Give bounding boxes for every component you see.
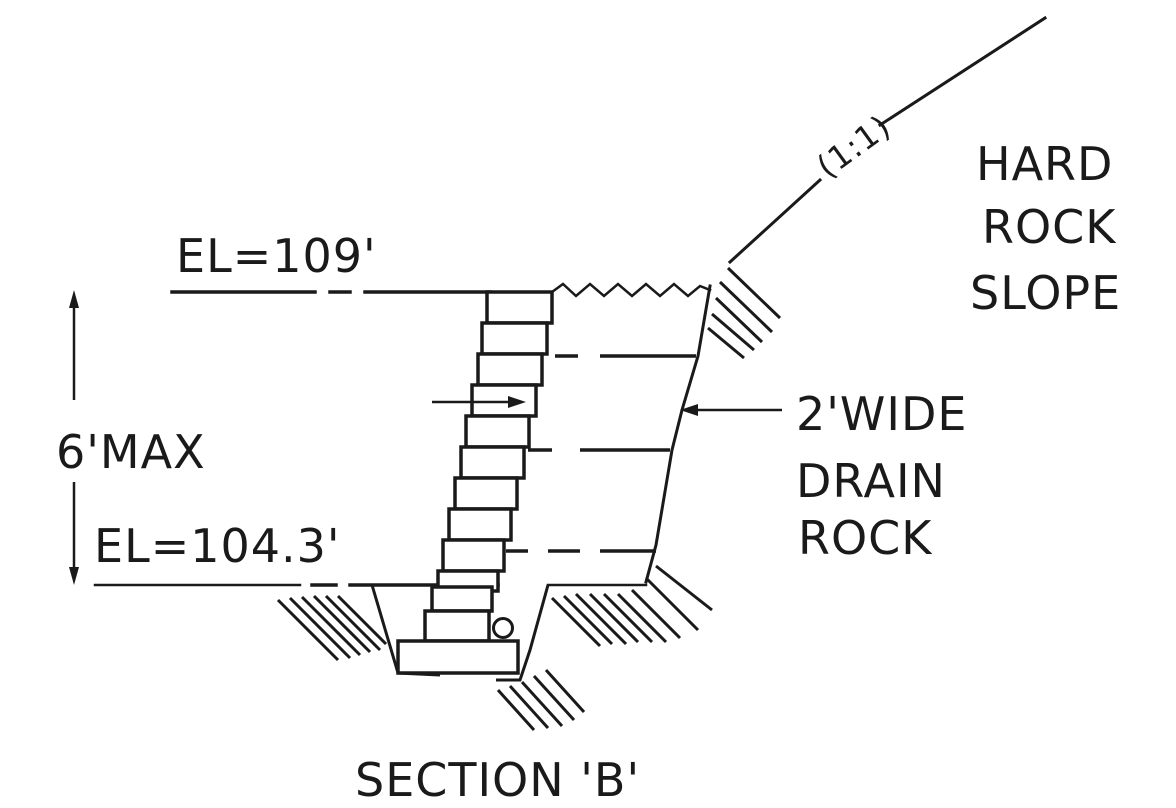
- wall-block: [459, 445, 526, 480]
- wall-batter-arrow: [432, 396, 526, 408]
- wall-block: [430, 585, 494, 613]
- drain-rock-backline: [644, 284, 712, 584]
- wall-block: [423, 609, 491, 643]
- wall-block: [480, 321, 549, 356]
- drain-rock-leader: [680, 404, 782, 416]
- hard-rock-label-line3: SLOPE: [970, 266, 1121, 320]
- drain-lift-lines: [506, 354, 696, 553]
- arrow-right-icon: [508, 396, 526, 408]
- slope-ratio-text: (1:1): [810, 107, 898, 186]
- wall-block: [447, 507, 513, 542]
- rock-hatch-upper: [707, 266, 782, 360]
- wall-blocks: [396, 290, 554, 675]
- slope-ratio-label: (1:1): [810, 107, 898, 186]
- ground-hatch-left: [276, 594, 388, 662]
- wall-block: [470, 383, 538, 418]
- wall-block: [476, 352, 544, 387]
- ground-hatch-right: [550, 564, 713, 648]
- drain-rock-label-line2: DRAIN: [796, 454, 946, 508]
- bottom-elevation-label: EL=104.3': [94, 519, 341, 573]
- hard-rock-label-line1: HARD: [976, 137, 1113, 191]
- ground-hatch-footing: [496, 668, 586, 732]
- drain-pipe: [492, 617, 514, 639]
- footing-trench: [370, 584, 550, 682]
- arrow-left-icon: [680, 404, 698, 416]
- wall-block: [485, 290, 554, 325]
- hard-rock-label-line2: ROCK: [982, 200, 1117, 254]
- wall-base-block: [396, 639, 520, 675]
- section-title: SECTION 'B': [355, 753, 640, 807]
- top-elevation-label: EL=109': [176, 229, 377, 283]
- hard-rock-slope-line: [727, 15, 1048, 265]
- drain-rock-label-line3: ROCK: [798, 511, 933, 565]
- dimension-arrow-down-icon: [69, 567, 79, 585]
- height-dimension-label: 6'MAX: [56, 425, 206, 479]
- dimension-arrow-up-icon: [69, 290, 79, 308]
- wall-block: [441, 538, 506, 573]
- wall-block: [453, 476, 519, 511]
- drain-rock-label-line1: 2'WIDE: [796, 387, 967, 441]
- zigzag-surface: [550, 282, 712, 298]
- wall-block: [464, 414, 531, 449]
